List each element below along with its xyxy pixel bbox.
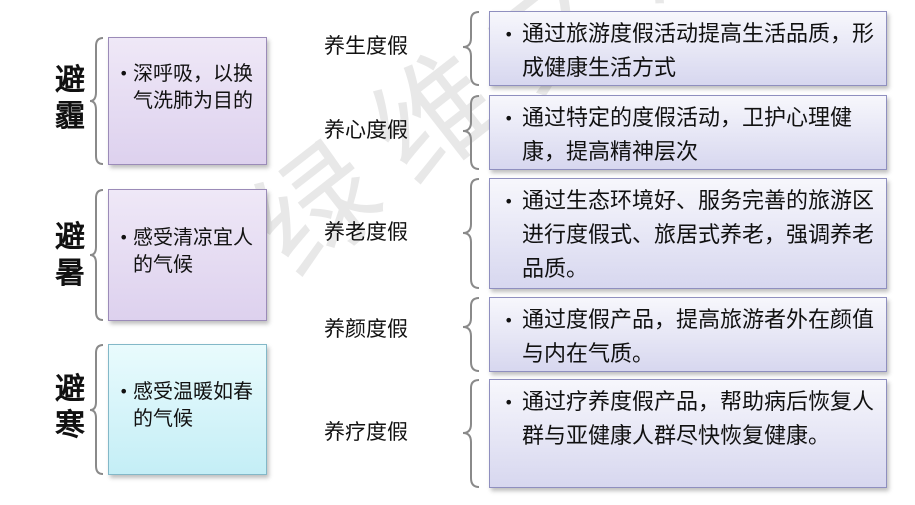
right-box-4-bullet: • 通过度假产品，提高旅游者外在颜值与内在气质。 <box>504 304 874 372</box>
left-bracket-1 <box>89 37 104 165</box>
right-box-4-text: 通过度假产品，提高旅游者外在颜值与内在气质。 <box>522 308 875 367</box>
right-box-5: • 通过疗养度假产品，帮助病后恢复人群与亚健康人群尽快恢复健康。 <box>489 379 887 488</box>
left-title-3: 避 寒 <box>50 372 90 444</box>
left-box-3-text: 感受温暖如春的气候 <box>133 379 253 430</box>
left-box-1: • 深呼吸，以换气洗肺为目的 <box>108 37 267 165</box>
right-bracket-5 <box>462 379 480 488</box>
right-box-5-bullet: • 通过疗养度假产品，帮助病后恢复人群与亚健康人群尽快恢复健康。 <box>504 386 874 454</box>
right-bracket-2 <box>462 95 480 170</box>
right-box-3-text: 通过生态环境好、服务完善的旅游区进行度假式、旅居式养老，强调养老品质。 <box>522 189 875 282</box>
left-box-1-bullet: • 深呼吸，以换气洗肺为目的 <box>119 60 258 114</box>
right-box-2: • 通过特定的度假活动，卫护心理健康，提高精神层次 <box>489 95 887 170</box>
left-box-2-bullet: • 感受清凉宜人的气候 <box>119 224 258 278</box>
left-title-2-char-2: 暑 <box>55 256 85 291</box>
left-box-1-text: 深呼吸，以换气洗肺为目的 <box>133 61 253 112</box>
right-box-4: • 通过度假产品，提高旅游者外在颜值与内在气质。 <box>489 297 887 372</box>
bullet-icon: • <box>504 192 514 211</box>
mid-label-2: 养心度假 <box>324 118 408 142</box>
left-bracket-2 <box>89 189 104 321</box>
right-box-2-bullet: • 通过特定的度假活动，卫护心理健康，提高精神层次 <box>504 102 874 170</box>
left-title-2-char-1: 避 <box>55 220 85 255</box>
left-box-3: • 感受温暖如春的气候 <box>108 344 267 475</box>
mid-label-3: 养老度假 <box>324 220 408 244</box>
right-bracket-1 <box>462 11 480 86</box>
right-bracket-3 <box>462 178 480 289</box>
left-box-2: • 感受清凉宜人的气候 <box>108 189 267 321</box>
mid-label-1: 养生度假 <box>324 34 408 58</box>
bullet-icon: • <box>119 64 129 83</box>
bullet-icon: • <box>119 382 129 401</box>
right-box-2-text: 通过特定的度假活动，卫护心理健康，提高精神层次 <box>522 106 853 165</box>
left-box-2-text: 感受清凉宜人的气候 <box>133 225 253 276</box>
bullet-icon: • <box>504 393 514 412</box>
right-box-3-bullet: • 通过生态环境好、服务完善的旅游区进行度假式、旅居式养老，强调养老品质。 <box>504 185 874 287</box>
right-box-5-text: 通过疗养度假产品，帮助病后恢复人群与亚健康人群尽快恢复健康。 <box>522 390 875 449</box>
left-title-2: 避 暑 <box>50 220 90 292</box>
mid-label-4: 养颜度假 <box>324 317 408 341</box>
bullet-icon: • <box>504 311 514 330</box>
right-box-1-bullet: • 通过旅游度假活动提高生活品质，形成健康生活方式 <box>504 18 874 86</box>
left-title-1: 避 霾 <box>50 63 90 135</box>
bullet-icon: • <box>504 25 514 44</box>
right-box-3: • 通过生态环境好、服务完善的旅游区进行度假式、旅居式养老，强调养老品质。 <box>489 178 887 289</box>
left-title-1-char-2: 霾 <box>55 99 85 134</box>
left-title-3-char-1: 避 <box>55 372 85 407</box>
bullet-icon: • <box>504 109 514 128</box>
left-title-1-char-1: 避 <box>55 63 85 98</box>
right-box-1: • 通过旅游度假活动提高生活品质，形成健康生活方式 <box>489 11 887 86</box>
mid-label-5: 养疗度假 <box>324 420 408 444</box>
left-title-3-char-2: 寒 <box>55 408 85 443</box>
left-bracket-3 <box>89 344 104 475</box>
left-box-3-bullet: • 感受温暖如春的气候 <box>119 378 258 432</box>
right-bracket-4 <box>462 297 480 372</box>
right-box-1-text: 通过旅游度假活动提高生活品质，形成健康生活方式 <box>522 22 875 81</box>
bullet-icon: • <box>119 228 129 247</box>
